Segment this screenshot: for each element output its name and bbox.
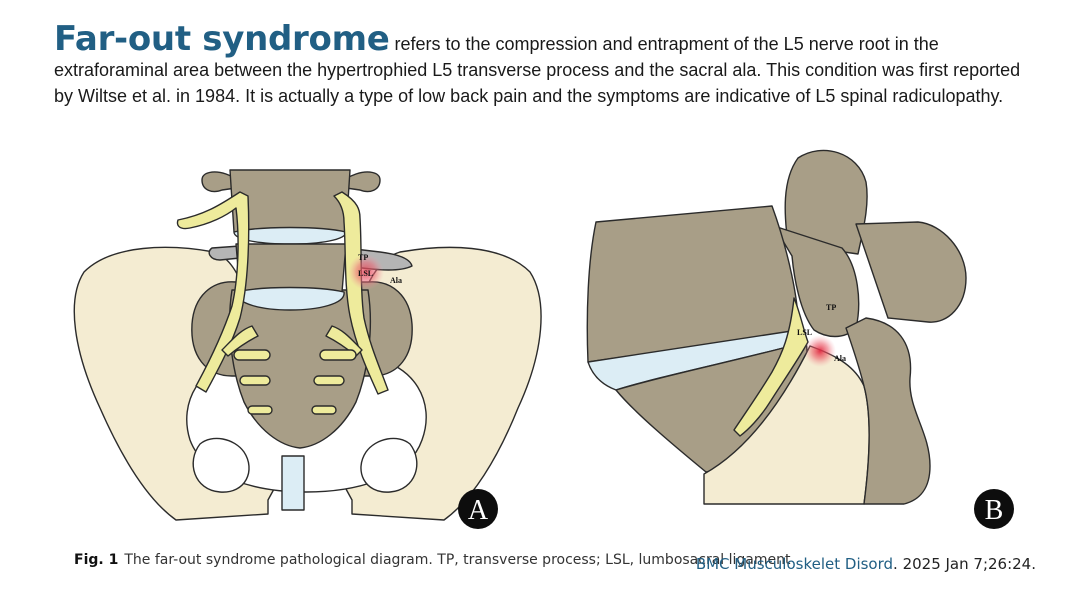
- l5-transverse-process-lateral: [773, 225, 860, 338]
- panel-b-label-lsl: LSL: [797, 328, 812, 337]
- panel-a-label-ala: Ala: [390, 276, 402, 285]
- figure-number: Fig. 1: [74, 552, 119, 568]
- citation-journal[interactable]: BMC Musculoskelet Disord: [695, 555, 894, 573]
- compression-site-highlight-a: [348, 254, 384, 290]
- panel-a-letter: A: [468, 495, 489, 526]
- l5-vertebra: [235, 243, 347, 293]
- citation-details: . 2025 Jan 7;26:24.: [893, 555, 1036, 573]
- panel-b-label-ala: Ala: [834, 354, 846, 363]
- panel-b-badge: B: [974, 489, 1014, 529]
- figure-caption: Fig. 1 The far-out syndrome pathological …: [74, 552, 791, 568]
- panel-b-letter: B: [985, 495, 1004, 526]
- syndrome-term: Far-out syndrome: [54, 19, 390, 59]
- figure-diagrams: TP LSL Ala A TP LSL Ala B: [73, 149, 1014, 529]
- citation: BMC Musculoskelet Disord. 2025 Jan 7;26:…: [696, 555, 1036, 573]
- panel-b-label-tp: TP: [826, 303, 836, 312]
- panel-a-badge: A: [458, 489, 498, 529]
- caption-text: The far-out syndrome pathological diagra…: [124, 552, 791, 568]
- compression-site-highlight-b: [804, 335, 836, 367]
- intro-text: refers to the compression and entrapment…: [54, 34, 1021, 106]
- intro-paragraph: Far-out syndrome refers to the compressi…: [54, 22, 1044, 109]
- panel-b-diagram: [586, 149, 967, 505]
- panel-a-label-lsl: LSL: [358, 269, 373, 278]
- panel-a-label-tp: TP: [358, 253, 368, 262]
- panel-a-diagram: [73, 169, 542, 521]
- nerve-roots-right: [333, 191, 389, 395]
